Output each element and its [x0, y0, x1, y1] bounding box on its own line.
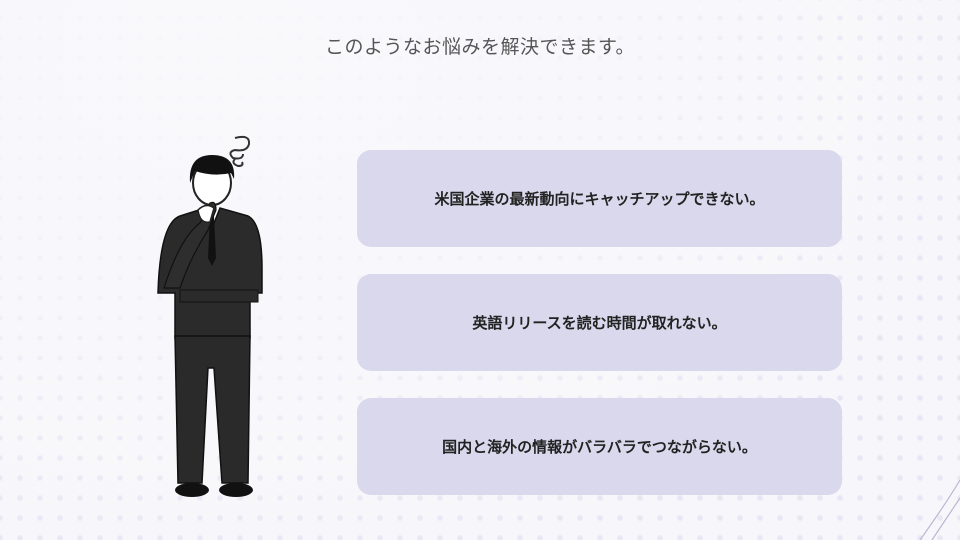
thinking-businessman-illustration — [157, 135, 263, 497]
problem-card: 米国企業の最新動向にキャッチアップできない。 — [357, 150, 842, 247]
confused-swirl-icon — [229, 135, 251, 168]
page-title: このようなお悩みを解決できます。 — [324, 36, 636, 58]
problem-text: 国内と海外の情報がバラバラでつながらない。 — [442, 438, 757, 456]
problem-card: 英語リリースを読む時間が取れない。 — [357, 274, 842, 371]
problem-text: 英語リリースを読む時間が取れない。 — [472, 314, 727, 332]
problem-text: 米国企業の最新動向にキャッチアップできない。 — [434, 190, 765, 208]
decorative-curve — [919, 479, 960, 540]
problem-card: 国内と海外の情報がバラバラでつながらない。 — [357, 398, 842, 495]
